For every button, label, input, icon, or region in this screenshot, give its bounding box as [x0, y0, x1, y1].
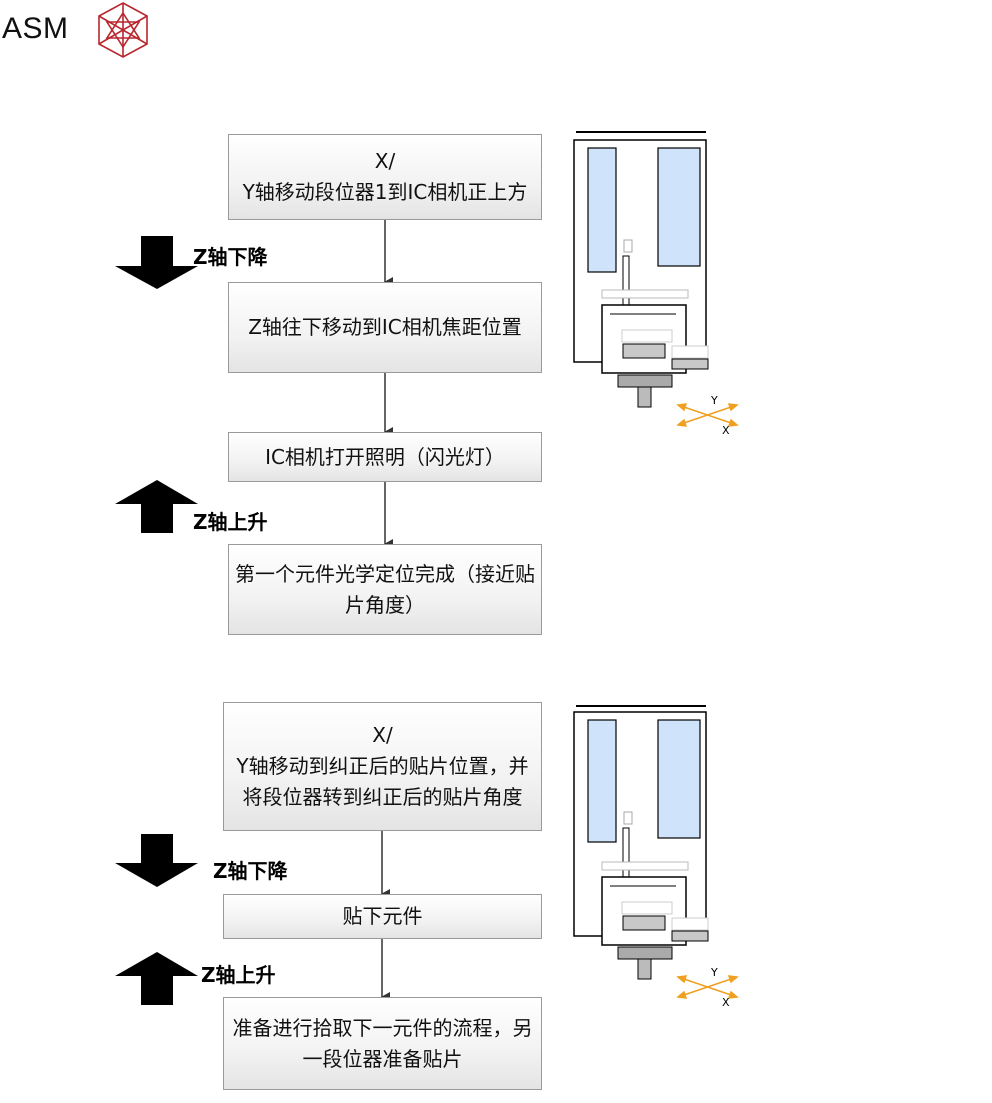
component: [623, 344, 665, 358]
flow-step-text: X/ Y轴移动到纠正后的贴片位置，并将段位器转到纠正后的贴片角度: [230, 720, 535, 813]
flow-step-text: X/ Y轴移动段位器1到IC相机正上方: [243, 146, 528, 208]
flow-step-box: X/ Y轴移动段位器1到IC相机正上方: [228, 134, 542, 220]
ic-camera-base: [618, 947, 672, 959]
z-down-arrow-icon: [115, 236, 198, 289]
camera-window-right: [658, 720, 700, 838]
axis-y-label: Y: [710, 966, 718, 979]
placement-head-diagram: Y X: [566, 130, 746, 440]
z-down-label: Z轴下降: [213, 855, 288, 884]
flow-step-box: 准备进行拾取下一元件的流程，另一段位器准备贴片: [223, 997, 542, 1090]
flow-step-text: 第一个元件光学定位完成（接近贴片角度）: [235, 559, 535, 621]
flow-step-text: 准备进行拾取下一元件的流程，另一段位器准备贴片: [230, 1013, 535, 1075]
axis-x-label: X: [722, 996, 730, 1008]
xy-axis-icon: [678, 976, 737, 998]
ic-camera-base: [618, 375, 672, 387]
z-down-label: Z轴下降: [193, 241, 268, 270]
z-up-label: Z轴上升: [201, 959, 276, 988]
camera-window-left: [588, 148, 616, 272]
flow-step-text: 贴下元件: [343, 901, 423, 932]
z-up-label: Z轴上升: [193, 506, 268, 535]
component: [623, 916, 665, 930]
flow-step-box: X/ Y轴移动到纠正后的贴片位置，并将段位器转到纠正后的贴片角度: [223, 702, 542, 831]
flow-step-box: 贴下元件: [223, 894, 542, 939]
axis-x-label: X: [722, 424, 730, 437]
flow-step-text: IC相机打开照明（闪光灯）: [265, 442, 505, 473]
flow-step-box: IC相机打开照明（闪光灯）: [228, 432, 542, 482]
z-up-arrow-icon: [115, 480, 198, 533]
flow-step-box: 第一个元件光学定位完成（接近贴片角度）: [228, 544, 542, 635]
axis-y-label: Y: [710, 394, 718, 407]
camera-window-left: [588, 720, 616, 842]
z-up-arrow-icon: [115, 952, 198, 1005]
xy-axis-icon: [678, 404, 737, 426]
placement-head-diagram: Y X: [566, 698, 746, 1008]
camera-window-right: [658, 148, 700, 266]
z-down-arrow-icon: [115, 834, 198, 887]
flow-step-box: Z轴往下移动到IC相机焦距位置: [228, 282, 542, 373]
flow-step-text: Z轴往下移动到IC相机焦距位置: [248, 312, 522, 343]
